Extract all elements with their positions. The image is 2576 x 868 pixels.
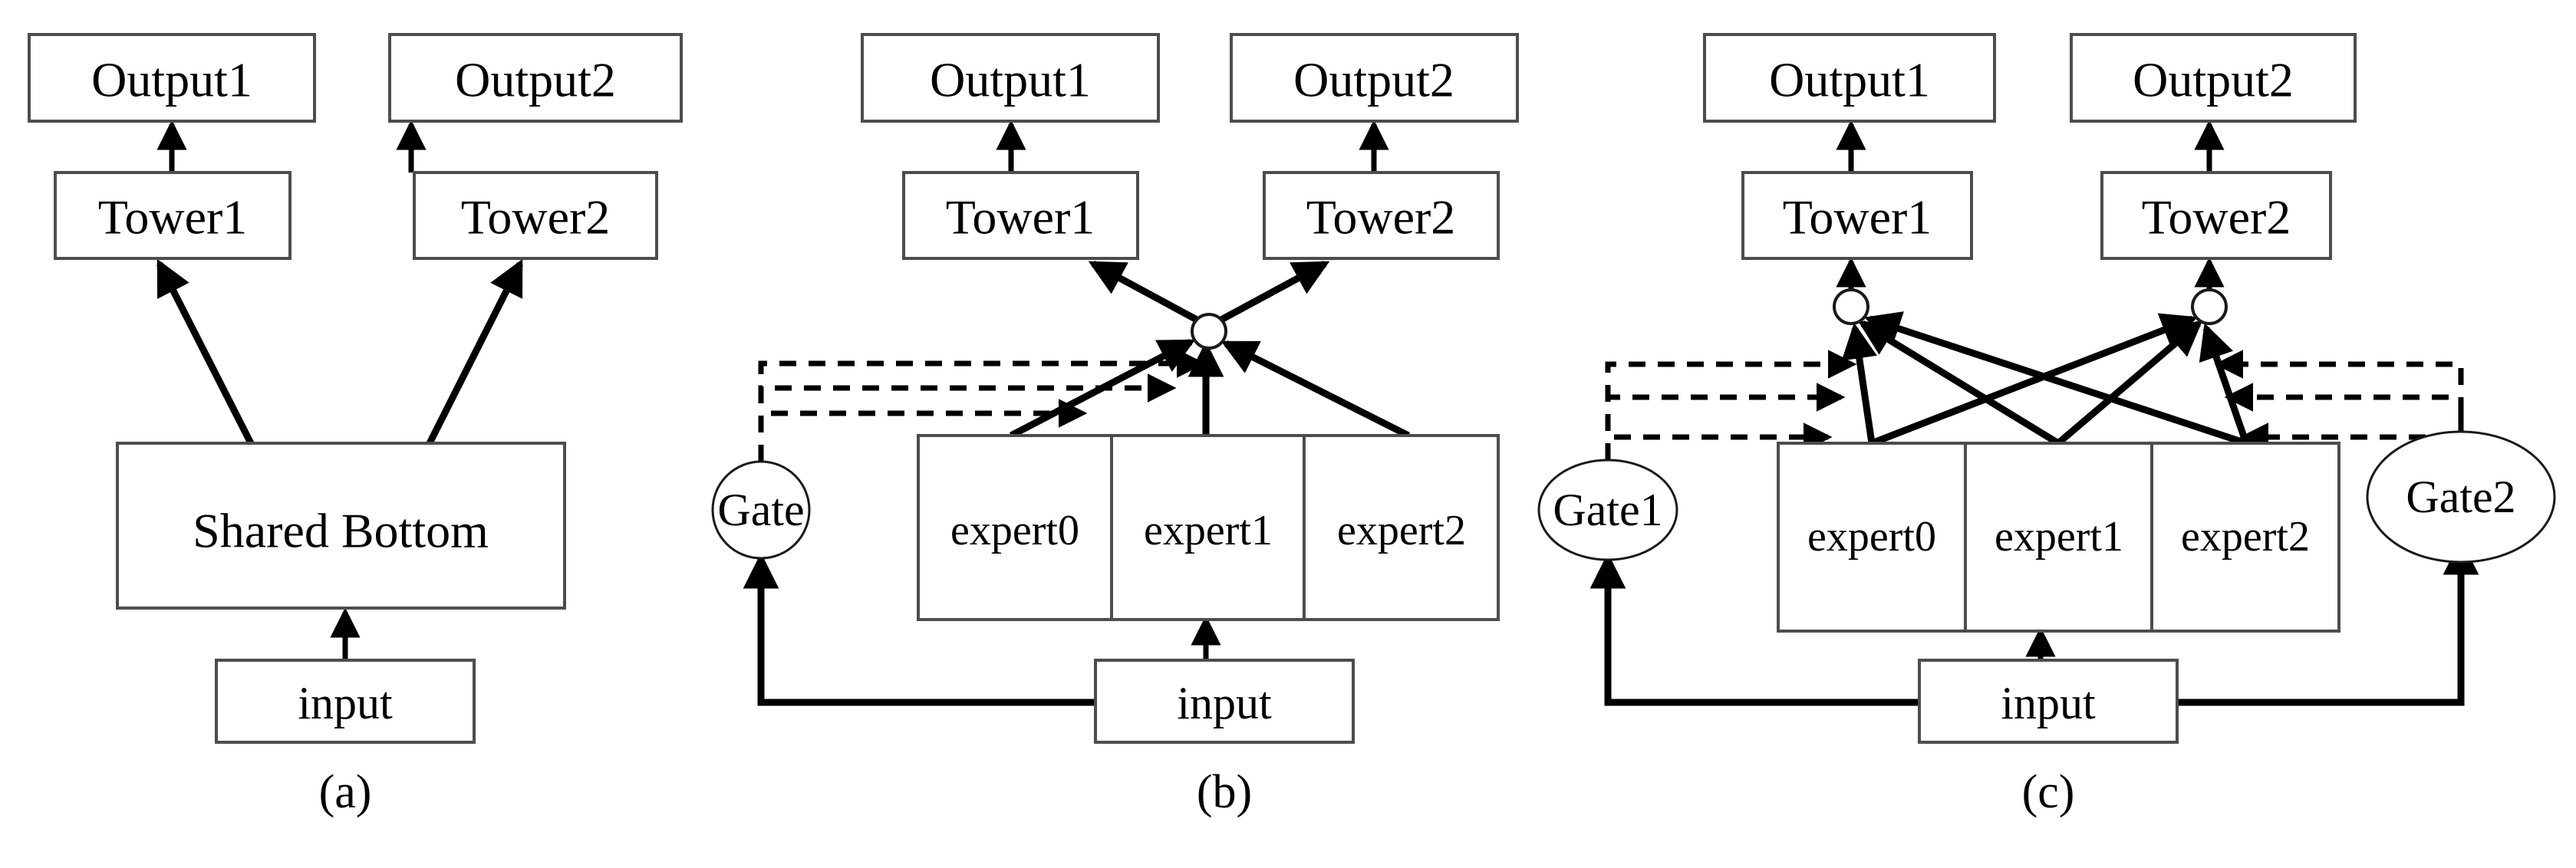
c-gate2-label: Gate2	[2406, 472, 2515, 522]
a-output2-label: Output2	[455, 53, 616, 107]
a-tower1-box	[54, 171, 292, 260]
c-merge1-circle	[1833, 288, 1869, 325]
b-output1-label: Output1	[930, 53, 1091, 107]
b-gate-label: Gate	[717, 485, 804, 535]
a-input-box	[215, 659, 476, 744]
edge-b-expert2-to-merge	[1220, 340, 1411, 439]
b-tower1-box	[902, 171, 1139, 260]
a-shared-bottom-label: Shared Bottom	[193, 504, 489, 558]
edge-c-input-to-gate2	[2177, 538, 2479, 706]
edge-a-sharedbottom-to-tower2	[426, 258, 524, 446]
c-tower1-box	[1741, 171, 1973, 260]
c-tower2-label: Tower2	[2142, 190, 2291, 245]
edge-c-input-to-gate1	[1589, 552, 1919, 706]
b-tower2-box	[1263, 171, 1500, 260]
b-tower2-label: Tower2	[1306, 190, 1456, 245]
c-merge2-circle	[2191, 288, 2228, 325]
edge-b-merge-to-tower1	[1088, 261, 1201, 324]
a-shared-bottom-box	[116, 442, 566, 610]
edge-c-expert0-to-merge2	[1870, 313, 2198, 447]
edge-b-gate-weight-2	[758, 399, 1088, 491]
c-gate2-ellipse	[2366, 430, 2556, 564]
b-tower1-label: Tower1	[946, 190, 1095, 245]
edge-c-expert2-to-merge1	[1864, 311, 2248, 447]
edge-c-gate2-weight-2	[2239, 414, 2464, 452]
b-expert0-label: expert0	[950, 507, 1079, 554]
b-output2-box	[1230, 33, 1519, 123]
b-merge-circle	[1191, 313, 1227, 350]
c-experts-box	[1777, 442, 2340, 633]
panel-a-caption: (a)	[319, 766, 372, 818]
c-tower2-box	[2100, 171, 2332, 260]
panel-b: Output1 Output2 Tower1 Tower2 Gate exper…	[711, 33, 1519, 818]
a-tower1-label: Tower1	[98, 190, 248, 245]
c-output1-label: Output1	[1769, 53, 1930, 107]
b-expert1-label: expert1	[1144, 507, 1273, 554]
c-input-label: input	[2001, 678, 2096, 728]
b-output2-label: Output2	[1293, 53, 1454, 107]
edge-b-merge-to-tower2	[1217, 261, 1330, 324]
edge-c-expert0-to-merge1	[1841, 322, 1877, 444]
a-tower2-box	[413, 171, 658, 260]
edge-b-input-to-gate	[743, 552, 1095, 706]
edge-c-gate1-weight-2	[1605, 422, 1833, 460]
a-output1-box	[28, 33, 316, 123]
a-output1-label: Output1	[91, 53, 252, 107]
c-expert0-label: expert0	[1807, 513, 1936, 561]
c-input-box	[1918, 659, 2179, 744]
c-gate1-label: Gate1	[1553, 485, 1662, 535]
a-input-label: input	[298, 678, 393, 728]
a-tower2-label: Tower2	[461, 190, 611, 245]
c-gate1-ellipse	[1537, 459, 1678, 561]
edge-c-gate2-weight-1	[2224, 383, 2464, 414]
panel-b-caption: (b)	[1197, 766, 1252, 818]
b-input-box	[1094, 659, 1355, 744]
edge-c-gate2-weight-0	[2214, 350, 2464, 414]
b-gate-ellipse	[711, 460, 811, 560]
b-output1-box	[861, 33, 1160, 123]
c-expert1-label: expert1	[1995, 513, 2123, 561]
edge-c-gate1-weight-1	[1605, 383, 1846, 460]
edge-c-expert2-to-merge2	[2199, 323, 2250, 445]
edge-c-expert1-to-merge2	[2056, 320, 2203, 446]
panel-a: Output1 Output2 Tower1 Tower2 Shared Bot…	[28, 33, 683, 818]
b-input-label: input	[1177, 678, 1272, 728]
edge-a-sharedbottom-to-tower1	[156, 258, 255, 446]
c-output2-label: Output2	[2133, 53, 2294, 107]
edge-b-expert0-to-merge	[1009, 339, 1196, 439]
panel-c: Output1 Output2 Tower1 Tower2 Gate1 Gate…	[1537, 33, 2556, 818]
a-output2-box	[388, 33, 683, 123]
c-output2-box	[2070, 33, 2357, 123]
b-experts-box	[917, 434, 1500, 621]
panel-c-caption: (c)	[2022, 766, 2075, 818]
c-expert2-label: expert2	[2181, 513, 2310, 561]
c-tower1-label: Tower1	[1783, 190, 1932, 245]
c-output1-box	[1703, 33, 1996, 123]
b-expert2-label: expert2	[1337, 507, 1466, 554]
